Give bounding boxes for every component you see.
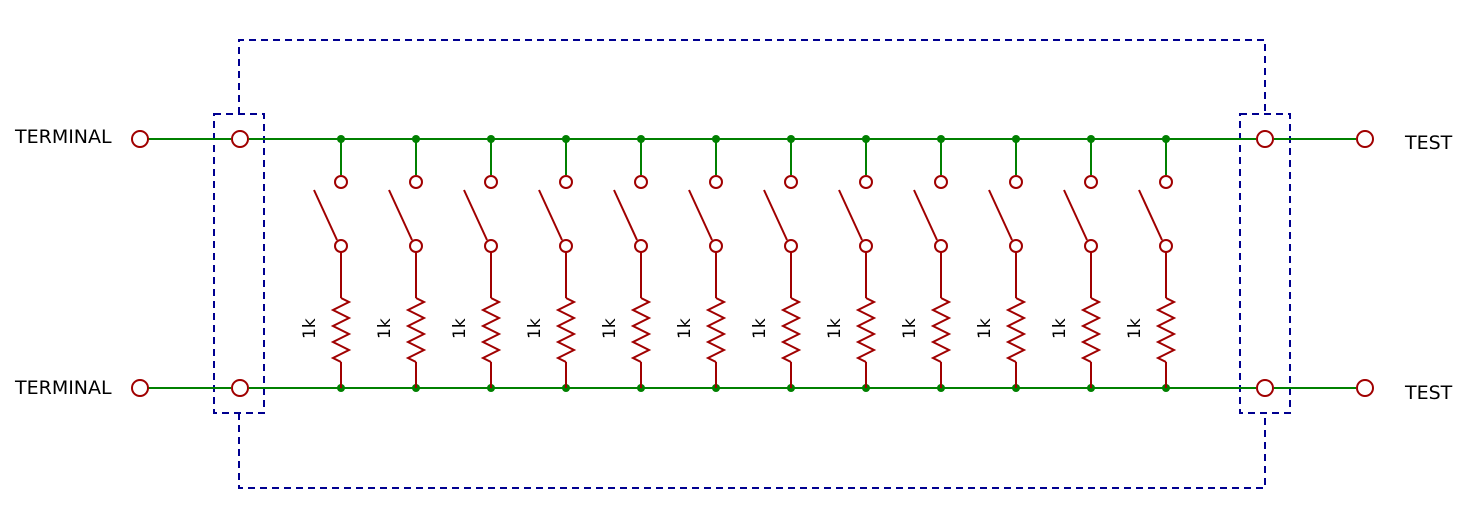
terminal-label-bottom: TERMINAL xyxy=(15,377,112,399)
left-connector-box xyxy=(213,113,265,414)
switch-contact-lower xyxy=(709,239,723,253)
resistor-value-label: 1k xyxy=(450,318,470,339)
switch-contact-upper xyxy=(559,175,573,189)
resistor-value-label: 1k xyxy=(1050,318,1070,339)
resistor-value-label: 1k xyxy=(600,318,620,339)
switch-blade xyxy=(913,189,938,241)
resistor-body xyxy=(1155,297,1177,363)
resistor-value-label: 1k xyxy=(750,318,770,339)
wires xyxy=(148,135,1356,392)
switch-blade xyxy=(838,189,863,241)
test-label-bottom: TEST xyxy=(1405,382,1453,404)
test-jack-bottom xyxy=(1356,379,1374,397)
resistor-body xyxy=(555,297,577,363)
switch-blade xyxy=(613,189,638,241)
switch-contact-lower xyxy=(409,239,423,253)
switch-contact-lower xyxy=(859,239,873,253)
resistor-value-label: 1k xyxy=(900,318,920,339)
resistor-body xyxy=(480,297,502,363)
switch-contact-lower xyxy=(634,239,648,253)
resistor-value-label: 1k xyxy=(300,318,320,339)
switch-contact-upper xyxy=(334,175,348,189)
resistor-value-label: 1k xyxy=(975,318,995,339)
connector-right-bottom xyxy=(1256,379,1274,397)
switch-contact-upper xyxy=(784,175,798,189)
switch-contact-lower xyxy=(1009,239,1023,253)
switch-contact-lower xyxy=(559,239,573,253)
switch-contact-upper xyxy=(934,175,948,189)
switch-contact-lower xyxy=(1159,239,1173,253)
switch-contact-lower xyxy=(1084,239,1098,253)
switch-blade xyxy=(463,189,488,241)
resistor-body xyxy=(705,297,727,363)
right-connector-box xyxy=(1239,113,1291,414)
switch-blade xyxy=(388,189,413,241)
resistor-body xyxy=(630,297,652,363)
resistor-body xyxy=(405,297,427,363)
switch-contact-lower xyxy=(784,239,798,253)
switch-blade xyxy=(538,189,563,241)
enclosure-bottom-loop xyxy=(238,413,1266,489)
resistor-value-label: 1k xyxy=(1125,318,1145,339)
connector-right-top xyxy=(1256,130,1274,148)
resistor-body xyxy=(1005,297,1027,363)
components xyxy=(131,130,1374,397)
switch-contact-upper xyxy=(709,175,723,189)
resistor-body xyxy=(855,297,877,363)
terminal-label-top: TERMINAL xyxy=(15,126,112,148)
enclosure-outline xyxy=(213,39,1291,489)
switch-blade xyxy=(763,189,788,241)
resistor-value-label: 1k xyxy=(675,318,695,339)
switch-contact-upper xyxy=(634,175,648,189)
switch-contact-upper xyxy=(859,175,873,189)
test-label-top: TEST xyxy=(1405,132,1453,154)
terminal-jack-top xyxy=(131,130,149,148)
switch-contact-upper xyxy=(1009,175,1023,189)
switch-contact-lower xyxy=(334,239,348,253)
enclosure-top-loop xyxy=(238,39,1266,114)
test-jack-top xyxy=(1356,130,1374,148)
switch-blade xyxy=(313,189,338,241)
switch-contact-upper xyxy=(409,175,423,189)
switch-contact-upper xyxy=(484,175,498,189)
resistor-value-label: 1k xyxy=(525,318,545,339)
resistor-body xyxy=(1080,297,1102,363)
resistor-value-label: 1k xyxy=(375,318,395,339)
switch-contact-lower xyxy=(934,239,948,253)
switch-blade xyxy=(1138,189,1163,241)
resistor-body xyxy=(780,297,802,363)
resistor-body xyxy=(330,297,352,363)
switch-blade xyxy=(1063,189,1088,241)
switch-contact-upper xyxy=(1084,175,1098,189)
terminal-jack-bottom xyxy=(131,379,149,397)
switch-blade xyxy=(988,189,1013,241)
resistor-value-label: 1k xyxy=(825,318,845,339)
switch-contact-upper xyxy=(1159,175,1173,189)
switch-contact-lower xyxy=(484,239,498,253)
connector-left-top xyxy=(231,130,249,148)
connector-left-bottom xyxy=(231,379,249,397)
resistor-body xyxy=(930,297,952,363)
switch-blade xyxy=(688,189,713,241)
